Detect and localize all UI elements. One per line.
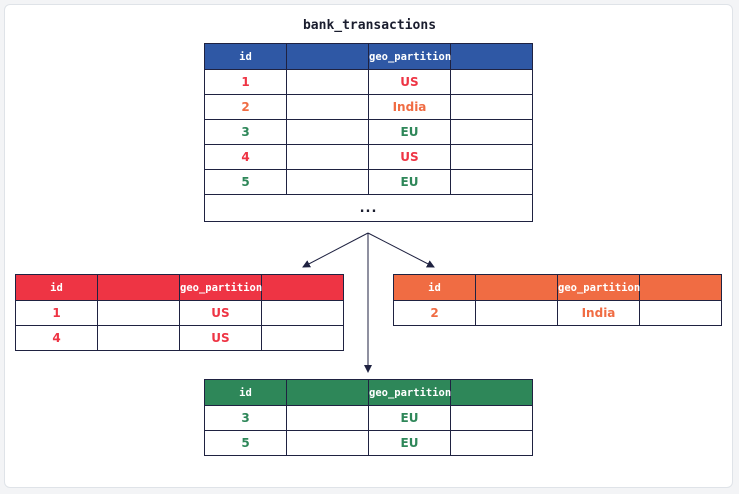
geo-partition-cell: India	[557, 300, 640, 326]
arrow-to-us-table	[302, 232, 369, 268]
id-column-header: id	[15, 274, 98, 301]
main-table-title: bank_transactions	[302, 18, 437, 33]
geo-partition-cell: US	[179, 300, 262, 326]
ellipsis-cell: ...	[204, 194, 533, 222]
blank-cell	[450, 94, 533, 120]
blank-cell	[450, 69, 533, 95]
blank-column-header	[639, 274, 722, 301]
eu-table-header-row: id geo_partition	[204, 379, 533, 406]
id-cell: 3	[204, 405, 287, 431]
blank-cell	[97, 325, 180, 351]
geo-partition-column-header: geo_partition	[368, 379, 451, 406]
main-table: id geo_partition 1 US 2 India 3 EU 4 US …	[204, 43, 533, 222]
blank-cell	[475, 300, 558, 326]
id-cell: 1	[204, 69, 287, 95]
id-cell: 4	[204, 144, 287, 170]
blank-cell	[286, 94, 369, 120]
blank-cell	[261, 300, 344, 326]
blank-column-header	[475, 274, 558, 301]
table-row: 5 EU	[204, 430, 533, 456]
geo-partition-cell: EU	[368, 405, 451, 431]
blank-cell	[261, 325, 344, 351]
geo-partition-cell: US	[368, 69, 451, 95]
id-column-header: id	[393, 274, 476, 301]
india-partition-table: id geo_partition 2 India	[393, 274, 722, 326]
geo-partition-cell: US	[179, 325, 262, 351]
blank-column-header	[450, 43, 533, 70]
id-cell: 1	[15, 300, 98, 326]
table-row: 3 EU	[204, 119, 533, 145]
us-table-header-row: id geo_partition	[15, 274, 344, 301]
ellipsis-row: ...	[204, 194, 533, 222]
id-cell: 4	[15, 325, 98, 351]
table-row: 1 US	[204, 69, 533, 95]
blank-cell	[286, 169, 369, 195]
blank-cell	[286, 119, 369, 145]
id-cell: 2	[393, 300, 476, 326]
blank-cell	[97, 300, 180, 326]
blank-column-header	[286, 43, 369, 70]
id-column-header: id	[204, 43, 287, 70]
geo-partition-cell: EU	[368, 430, 451, 456]
blank-cell	[450, 405, 533, 431]
id-cell: 3	[204, 119, 287, 145]
table-row: 5 EU	[204, 169, 533, 195]
blank-cell	[286, 405, 369, 431]
geo-partition-column-header: geo_partition	[557, 274, 640, 301]
id-cell: 2	[204, 94, 287, 120]
table-row: 4 US	[15, 325, 344, 351]
blank-column-header	[286, 379, 369, 406]
blank-cell	[286, 430, 369, 456]
geo-partition-cell: EU	[368, 119, 451, 145]
blank-cell	[450, 430, 533, 456]
blank-cell	[286, 144, 369, 170]
us-partition-table: id geo_partition 1 US 4 US	[15, 274, 344, 351]
blank-cell	[450, 144, 533, 170]
blank-cell	[639, 300, 722, 326]
id-cell: 5	[204, 169, 287, 195]
table-row: 3 EU	[204, 405, 533, 431]
table-row: 2 India	[204, 94, 533, 120]
geo-partition-column-header: geo_partition	[368, 43, 451, 70]
table-row: 2 India	[393, 300, 722, 326]
blank-cell	[450, 119, 533, 145]
geo-partition-cell: India	[368, 94, 451, 120]
blank-column-header	[450, 379, 533, 406]
india-table-header-row: id geo_partition	[393, 274, 722, 301]
geo-partition-cell: US	[368, 144, 451, 170]
blank-column-header	[97, 274, 180, 301]
id-cell: 5	[204, 430, 287, 456]
blank-cell	[450, 169, 533, 195]
main-table-header-row: id geo_partition	[204, 43, 533, 70]
arrow-to-india-table	[367, 232, 435, 268]
table-row: 1 US	[15, 300, 344, 326]
eu-partition-table: id geo_partition 3 EU 5 EU	[204, 379, 533, 456]
geo-partition-column-header: geo_partition	[179, 274, 262, 301]
id-column-header: id	[204, 379, 287, 406]
table-row: 4 US	[204, 144, 533, 170]
blank-cell	[286, 69, 369, 95]
geo-partition-cell: EU	[368, 169, 451, 195]
blank-column-header	[261, 274, 344, 301]
